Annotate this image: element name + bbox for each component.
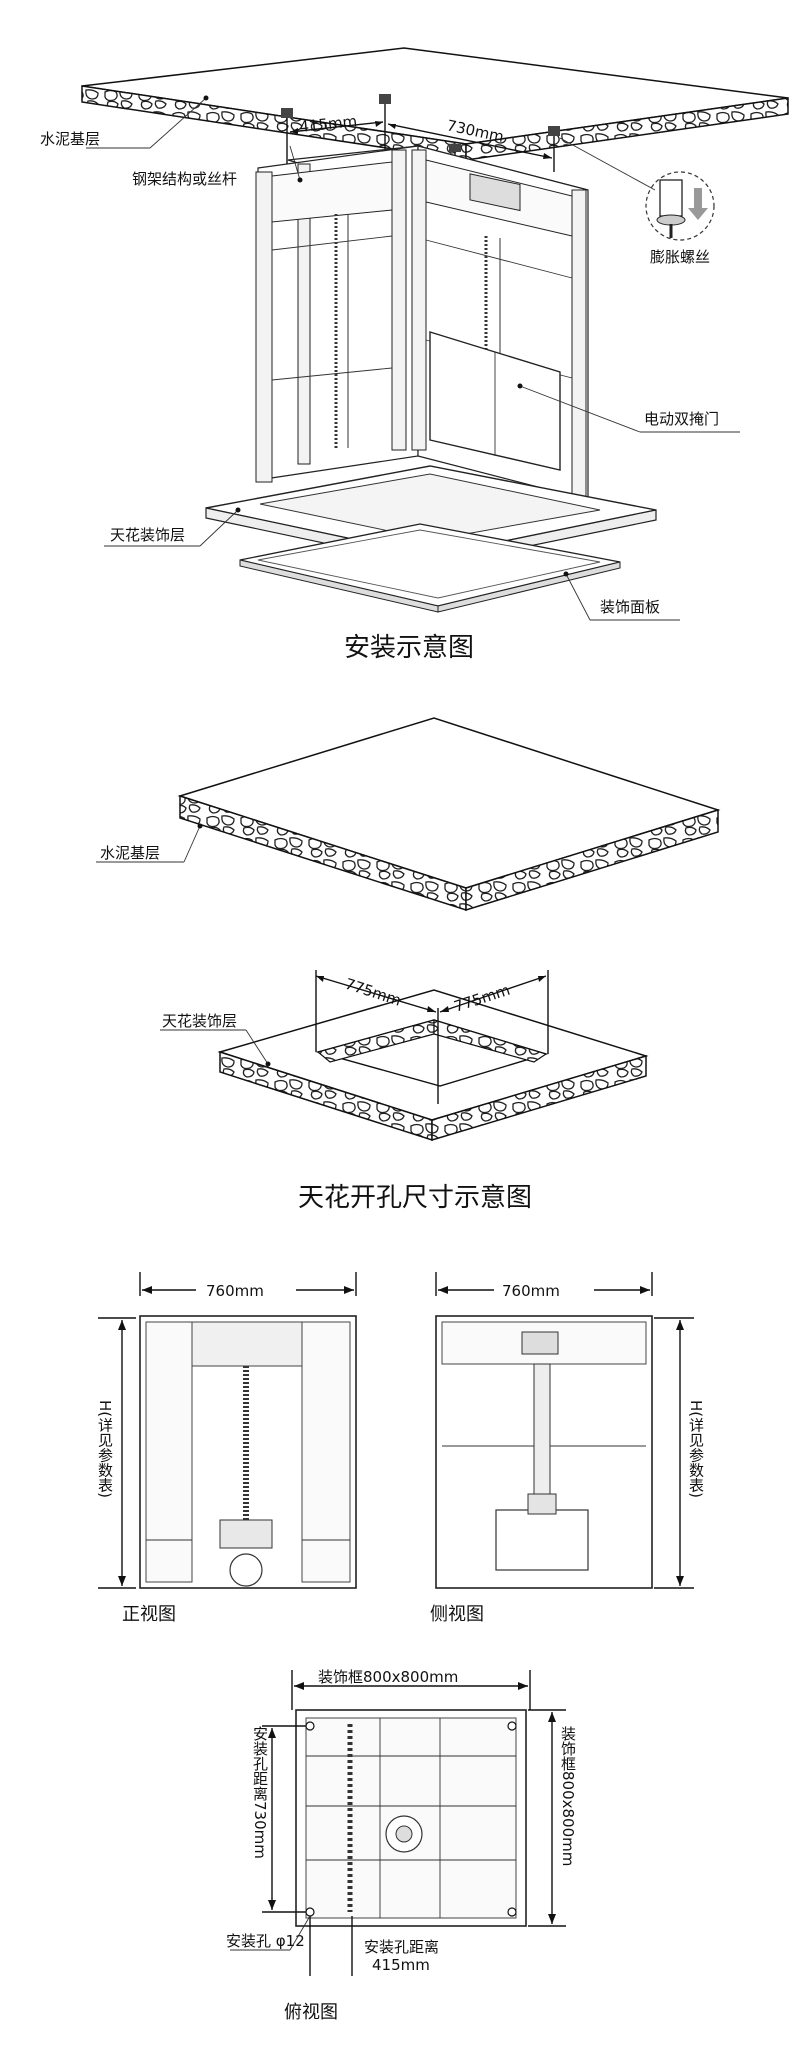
install-dimensions (289, 121, 553, 159)
caption-side: 侧视图 (430, 1604, 484, 1625)
top-view (230, 1670, 566, 1976)
front-height: H(详见参数表) (96, 1400, 114, 1498)
label-expansion-bolt: 膨胀螺丝 (650, 248, 710, 266)
dim-opening-a: 775mm (343, 975, 404, 1010)
side-height-wrap: H(详见参数表) (687, 1400, 705, 1498)
install-cement-slab (81, 47, 789, 161)
side-height: H(详见参数表) (687, 1400, 705, 1498)
top-frame-height: 装饰框800x800mm (559, 1726, 577, 1867)
top-hole-dist-v-wrap: 安装孔距离730mm (251, 1726, 269, 1859)
caption-install: 安装示意图 (344, 633, 474, 663)
label-cement-base: 水泥基层 (40, 130, 100, 148)
label-ceiling-layer: 天花装饰层 (110, 526, 185, 544)
opening-ceiling-slab (217, 989, 649, 1142)
caption-opening: 天花开孔尺寸示意图 (298, 1183, 532, 1213)
opening-cement-slab (177, 717, 721, 912)
dim-415: 415mm (299, 112, 358, 136)
expansion-bolt-detail (559, 137, 715, 241)
lift-box (255, 145, 589, 501)
front-height-wrap: H(详见参数表) (96, 1400, 114, 1498)
front-width: 760mm (206, 1282, 264, 1300)
caption-top: 俯视图 (284, 2002, 338, 2023)
front-view (98, 1272, 357, 1589)
top-hole-label: 安装孔 φ12 (226, 1932, 305, 1950)
top-frame-width: 装饰框800x800mm (318, 1668, 458, 1686)
side-view (435, 1272, 694, 1589)
caption-front: 正视图 (122, 1604, 176, 1625)
top-hole-distance-h-1: 安装孔距离 (364, 1938, 439, 1956)
label-steel-structure: 钢架结构或丝杆 (132, 170, 237, 188)
label-decor-panel: 装饰面板 (600, 598, 660, 616)
install-decor-panel (239, 523, 621, 613)
opening-diagram (96, 717, 721, 1142)
top-hole-distance-vertical: 安装孔距离730mm (251, 1726, 269, 1859)
top-frame-height-wrap: 装饰框800x800mm (559, 1726, 577, 1867)
hanging-rods (281, 94, 560, 172)
label-electric-door: 电动双掩门 (644, 410, 719, 428)
install-ceiling-layer (205, 465, 657, 567)
side-width: 760mm (502, 1282, 560, 1300)
top-hole-distance-h-2: 415mm (372, 1956, 430, 1974)
label-opening-cement: 水泥基层 (100, 844, 160, 862)
label-opening-ceiling: 天花装饰层 (162, 1012, 237, 1030)
install-diagram (81, 47, 789, 621)
